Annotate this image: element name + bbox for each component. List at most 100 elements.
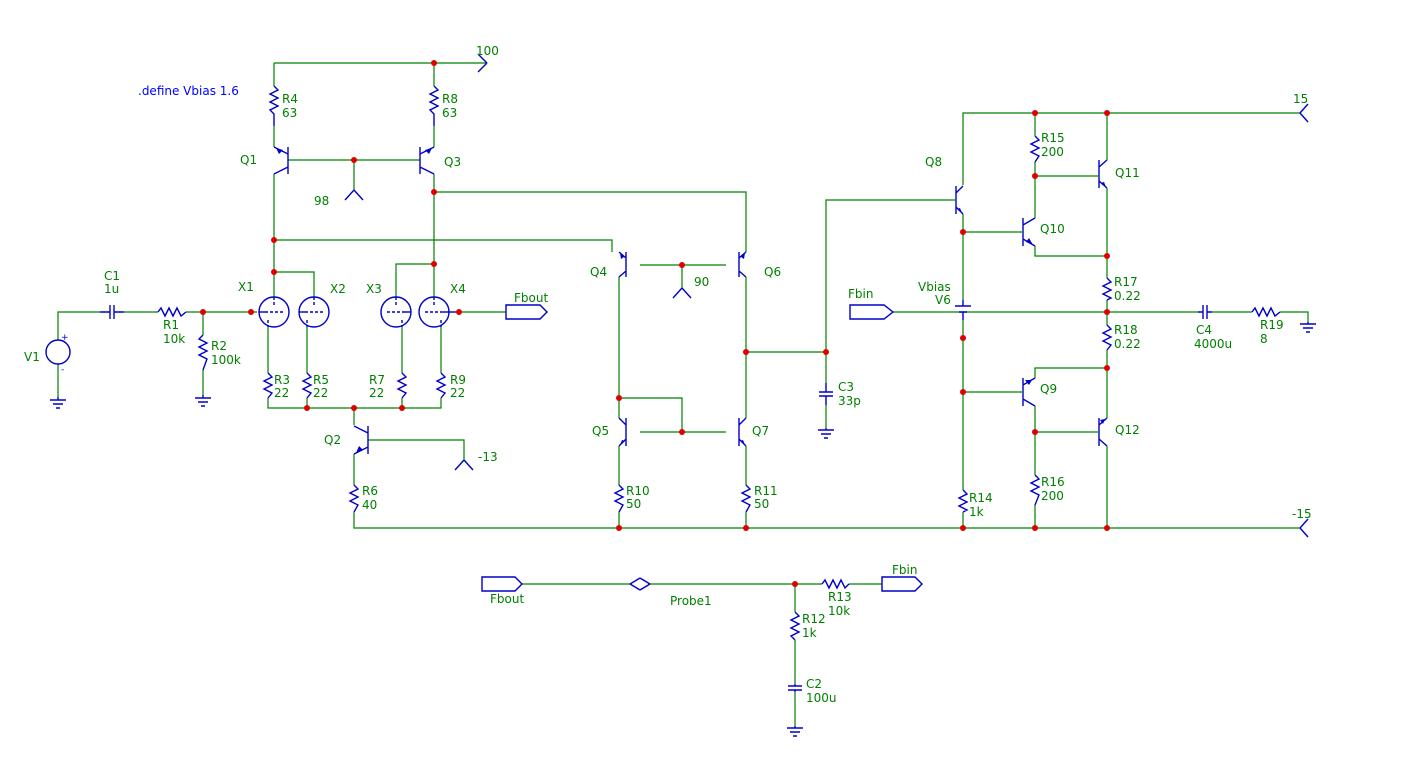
ref-label: C4: [1196, 323, 1212, 337]
value-label: 1k: [969, 505, 984, 519]
tube-x3: [380, 296, 412, 328]
ref-label: X1: [238, 280, 254, 294]
ref-label: C2: [806, 677, 822, 691]
transistor-q3: [419, 146, 435, 175]
netlabel-fbin: Fbin: [892, 563, 917, 577]
capacitor-c1: [100, 305, 124, 319]
resistor-r4: [268, 85, 280, 126]
value-label: 10k: [163, 332, 185, 346]
ref-label: R10: [626, 484, 650, 498]
resistor-r7: [396, 372, 408, 399]
netlabel-fbout: Fbout: [514, 291, 548, 305]
ref-label: Q3: [444, 155, 461, 169]
ref-label: R9: [450, 373, 466, 387]
transistor-q12: [1092, 417, 1108, 447]
junctions: [200, 60, 1110, 587]
transistor-q9: [1016, 377, 1036, 407]
minus-sign: -: [61, 365, 64, 375]
battery-v6: [955, 300, 971, 320]
ref-label: R11: [754, 484, 778, 498]
ground-icon: [818, 428, 834, 439]
ref-label: Q7: [752, 424, 769, 438]
value-label: 33p: [838, 394, 861, 408]
resistor-r9: [435, 372, 447, 399]
ref-label: Q5: [592, 424, 609, 438]
netlabel-fbout: Fbout: [490, 592, 524, 606]
tube-x2: [298, 296, 330, 328]
ref-label: R18: [1114, 323, 1138, 337]
resistor-r5: [301, 372, 313, 399]
voltage-source-v1: + -: [45, 333, 71, 375]
resistors: [157, 85, 1281, 641]
supply-label-neg15: -15: [1292, 507, 1312, 521]
ref-label: R2: [211, 339, 227, 353]
resistor-r19: [1251, 306, 1281, 318]
value-label: 200: [1041, 489, 1064, 503]
value-label: 0.22: [1114, 337, 1141, 351]
resistor-r18: [1101, 324, 1113, 351]
value-label: 1u: [104, 282, 119, 296]
value-label: 22: [369, 386, 384, 400]
ref-label: R3: [274, 373, 290, 387]
ref-label: R1: [163, 318, 179, 332]
tubes: [258, 296, 459, 328]
ref-label: Q10: [1040, 222, 1065, 236]
value-label: 22: [274, 386, 289, 400]
ref-label: R4: [282, 92, 298, 106]
netflag-fbin-mid: [849, 304, 895, 320]
resistor-r10: [613, 484, 625, 513]
capacitor-c2: [788, 684, 802, 692]
resistor-r3: [262, 372, 274, 399]
value-label: 10k: [828, 604, 850, 618]
resistor-r17: [1101, 277, 1113, 301]
grounds: [50, 322, 1316, 737]
value-label: 100u: [806, 691, 837, 705]
transistor-q7: [738, 417, 747, 447]
ref-label: R17: [1114, 275, 1138, 289]
netlabel-fbin: Fbin: [848, 287, 873, 301]
supply-label-98: 98: [314, 194, 329, 208]
value-label: 50: [626, 497, 641, 511]
resistor-r12: [789, 611, 801, 641]
transistor-q11: [1092, 159, 1108, 189]
ref-label: Q2: [324, 433, 341, 447]
value-label: 0.22: [1114, 289, 1141, 303]
transistor-q6: [738, 251, 747, 278]
value-label: 22: [313, 386, 328, 400]
supply-label-90: 90: [694, 275, 709, 289]
ground-icon: [195, 395, 211, 407]
value-label: 100k: [211, 353, 241, 367]
supply-label-15: 15: [1293, 92, 1308, 106]
ref-label: R13: [828, 590, 852, 604]
ref-label: R12: [802, 612, 826, 626]
net-flags: [481, 304, 923, 592]
resistor-r6: [348, 484, 360, 513]
ground-icon: [787, 726, 803, 737]
transistor-q4: [618, 251, 627, 278]
tube-x1: [258, 296, 290, 328]
resistor-r11: [740, 484, 752, 513]
ref-label: X2: [330, 282, 346, 296]
netflag-fbout-top: [505, 304, 548, 320]
value-label: 63: [442, 106, 457, 120]
tube-x4: [418, 296, 459, 328]
ref-label: Q4: [590, 265, 607, 279]
spice-directive: .define Vbias 1.6: [138, 84, 239, 98]
value-label: Vbias: [918, 280, 951, 294]
capacitor-c3: [819, 383, 833, 405]
resistor-r13: [821, 578, 850, 590]
labels: .define Vbias 1.6 100 98 90 -13 15 -15 F…: [24, 44, 1312, 705]
ref-label: Probe1: [670, 594, 712, 608]
ref-label: R16: [1041, 475, 1065, 489]
value-label: 200: [1041, 145, 1064, 159]
supply-label-neg13: -13: [478, 450, 498, 464]
plus-sign: +: [61, 333, 69, 343]
value-label: 40: [362, 498, 377, 512]
ref-label: Q9: [1040, 382, 1057, 396]
transistor-q10: [1016, 217, 1036, 247]
ref-label: R6: [362, 484, 378, 498]
ref-label: V1: [24, 350, 40, 364]
transistor-q1: [273, 146, 289, 175]
ref-label: R15: [1041, 131, 1065, 145]
ground-icon: [1300, 322, 1316, 333]
